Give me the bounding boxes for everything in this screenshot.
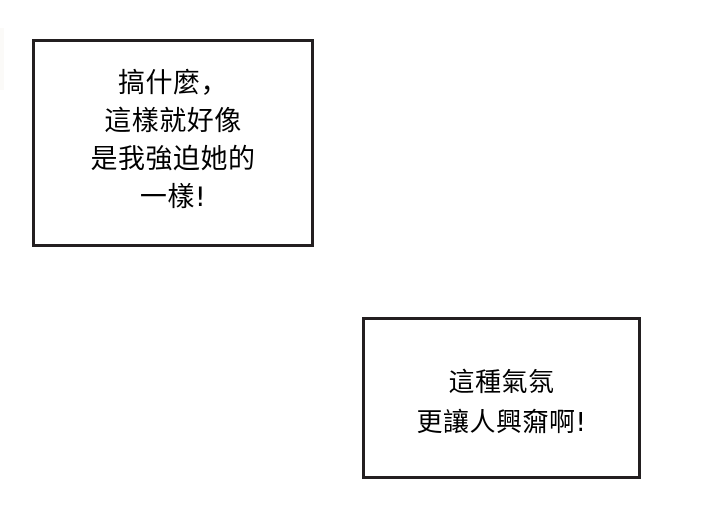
speech-panel-two-text-block: 這種氣氛 更讓人興奫啊! [411,363,593,443]
speech-line: 搞什麼， [118,68,228,99]
speech-line: 一樣! [139,182,207,213]
speech-panel-two: 這種氣氛 更讓人興奫啊! [362,317,641,479]
speech-line: 是我強迫她的 [90,144,256,175]
speech-panel-one-text-block: 搞什麼， 這樣就好像 是我強迫她的 一樣! [85,65,262,217]
speech-line: 更讓人興奫啊! [416,408,587,438]
speech-line: 這樣就好像 [104,106,242,137]
left-edge-sliver [0,28,4,90]
speech-panel-one: 搞什麼， 這樣就好像 是我強迫她的 一樣! [32,39,314,247]
speech-line: 這種氣氛 [448,368,555,398]
